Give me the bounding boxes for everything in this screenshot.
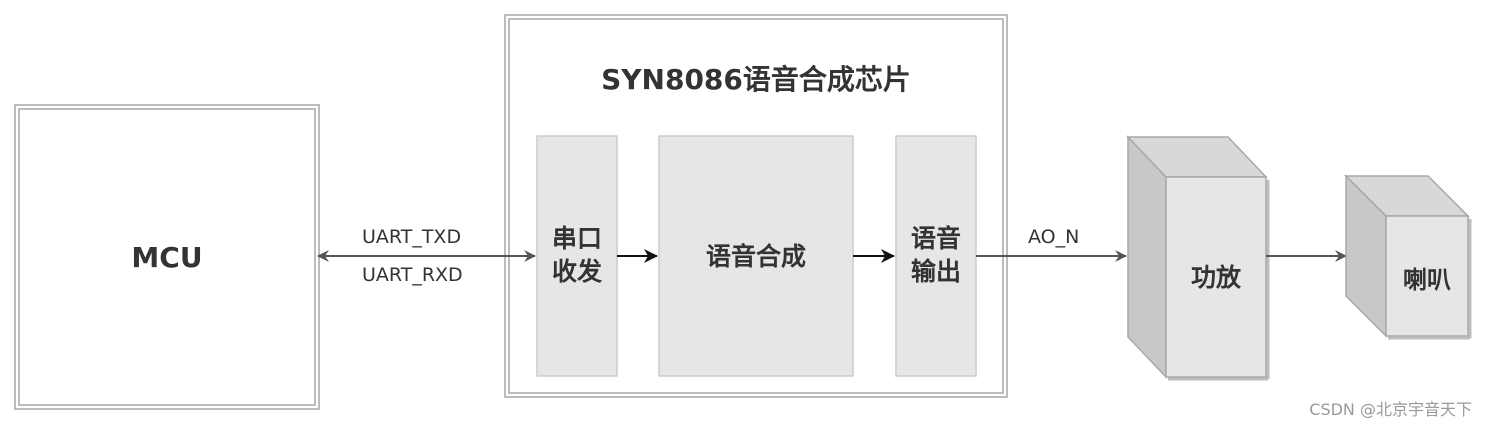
signal-tx-label: UART_TXD [362,226,462,248]
mcu-label: MCU [131,240,203,274]
synthesis-block [658,135,854,377]
mcu-box [14,104,320,410]
synthesis-label: 语音合成 [705,241,806,271]
chip-title: SYN8086语音合成芯片 [601,63,911,96]
uart-label-line1: 串口 [551,224,602,253]
uart-label-line2: 收发 [551,257,602,286]
output-label-line2: 输出 [910,257,961,286]
speaker-label: 喇叭 [1403,265,1451,294]
output-block [895,135,977,377]
amplifier-label: 功放 [1190,262,1241,292]
output-label-line1: 语音 [910,224,961,253]
output-block-label: 语音 输出 [896,220,976,290]
watermark-text: CSDN @北京宇音天下 [1309,400,1472,419]
signal-rx-label: UART_RXD [362,264,463,286]
amplifier-cube [1126,135,1270,381]
uart-block-label: 串口 收发 [537,220,617,290]
signal-ao-label: AO_N [1028,226,1080,248]
speaker-cube [1344,174,1472,340]
uart-block [536,135,618,377]
